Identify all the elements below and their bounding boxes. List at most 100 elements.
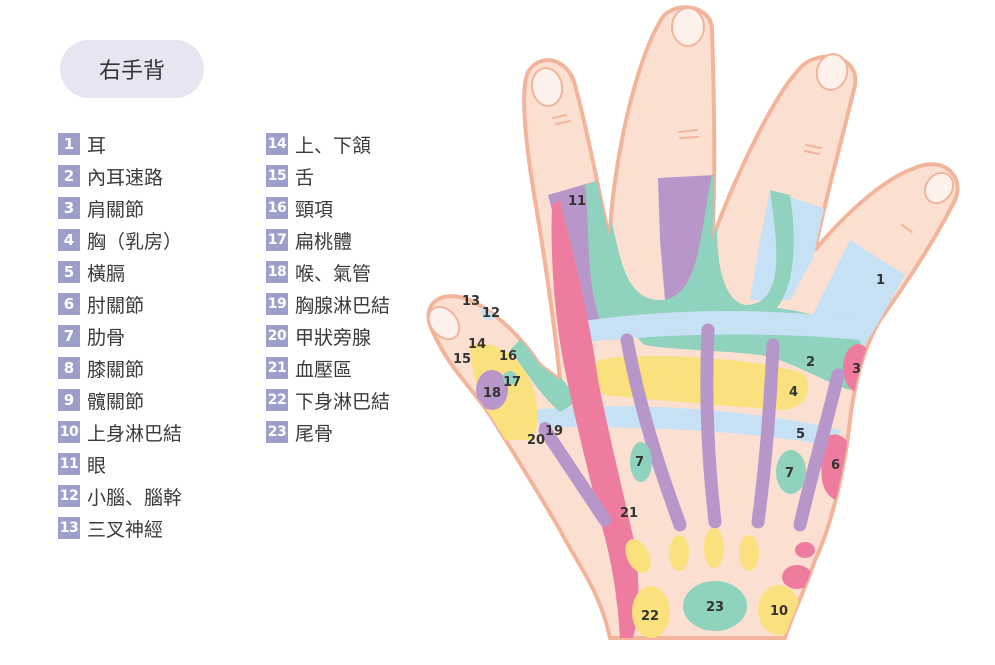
zone-label-7-right: 7: [785, 466, 794, 481]
thumb-nail: [427, 305, 461, 341]
legend-item-22: 22 下身淋巴結: [266, 384, 390, 416]
legend-item-9: 9 髖關節: [58, 384, 182, 416]
legend-number: 9: [58, 389, 80, 411]
zone-label-11: 11: [568, 194, 586, 209]
legend-number: 22: [266, 389, 288, 411]
legend-number: 4: [58, 229, 80, 251]
zone-label-22: 22: [641, 609, 659, 624]
legend-number: 15: [266, 165, 288, 187]
zone-label-23: 23: [706, 600, 724, 615]
legend-label: 上、下頷: [295, 134, 372, 157]
zone-label-15: 15: [453, 352, 471, 367]
legend-label: 內耳速路: [87, 166, 164, 189]
legend-number: 12: [58, 485, 80, 507]
legend-label: 下身淋巴結: [295, 390, 391, 413]
legend-item-16: 16 頸項: [266, 192, 390, 224]
zone-thumb-teal: [510, 340, 580, 412]
wrist-oval-1: [625, 539, 651, 573]
legend-label: 胸腺淋巴結: [295, 294, 391, 317]
reflex-zones: [470, 175, 905, 638]
legend-number: 5: [58, 261, 80, 283]
index-finger-nail: [530, 67, 564, 107]
zone-label-13: 13: [462, 294, 480, 309]
zone-label-6: 6: [831, 458, 840, 473]
zone-18-larynx: [476, 370, 508, 410]
zone-23-coccyx: [683, 581, 747, 631]
legend-label: 眼: [87, 454, 107, 477]
legend-label: 肋骨: [87, 326, 126, 349]
metacarpal-strip-3: [751, 338, 780, 529]
wrist-oval-4: [739, 535, 759, 571]
zone-7-ribs-left: [630, 442, 652, 482]
metacarpal-strip-2: [700, 323, 722, 529]
legend-label: 肩關節: [87, 198, 145, 221]
legend-label: 血壓區: [295, 358, 353, 381]
zone-label-5: 5: [796, 427, 805, 442]
zone-label-4: 4: [789, 385, 798, 400]
legend-item-7: 7 肋骨: [58, 320, 182, 352]
legend-item-13: 13 三叉神經: [58, 512, 182, 544]
zone-label-12: 12: [482, 306, 500, 321]
legend-label: 三叉神經: [87, 518, 164, 541]
legend-number: 23: [266, 421, 288, 443]
legend-label: 肘關節: [87, 294, 145, 317]
legend-number: 19: [266, 293, 288, 315]
zone-label-21: 21: [620, 506, 638, 521]
legend-item-11: 11 眼: [58, 448, 182, 480]
legend-number: 14: [266, 133, 288, 155]
legend-number: 18: [266, 261, 288, 283]
legend-label: 膝關節: [87, 358, 145, 381]
zone-label-17: 17: [503, 375, 521, 390]
zone-label-16: 16: [499, 349, 517, 364]
legend-label: 髖關節: [87, 390, 145, 413]
wrist-pink-small: [795, 542, 815, 558]
legend-number: 17: [266, 229, 288, 251]
legend-number: 13: [58, 517, 80, 539]
legend-label: 上身淋巴結: [87, 422, 183, 445]
legend-number: 11: [58, 453, 80, 475]
zone-label-14: 14: [468, 337, 486, 352]
legend-label: 橫膈: [87, 262, 126, 285]
zone-17-tonsil: [503, 371, 517, 385]
legend-label: 頸項: [295, 198, 334, 221]
legend-label: 小腦、腦幹: [87, 486, 183, 509]
legend-number: 20: [266, 325, 288, 347]
legend-item-12: 12 小腦、腦幹: [58, 480, 182, 512]
legend-number: 8: [58, 357, 80, 379]
legend-number: 10: [58, 421, 80, 443]
zone-label-10: 10: [770, 604, 788, 619]
legend-label: 喉、氣管: [295, 262, 372, 285]
middle-finger-nail: [671, 7, 705, 47]
zone-label-3: 3: [852, 362, 861, 377]
legend-number: 7: [58, 325, 80, 347]
zone-label-2: 2: [806, 355, 815, 370]
legend-item-19: 19 胸腺淋巴結: [266, 288, 390, 320]
page-title: 右手背: [60, 40, 204, 98]
zone-7-ribs-right: [776, 450, 806, 494]
legend-label: 胸（乳房）: [87, 230, 183, 253]
legend-number: 2: [58, 165, 80, 187]
legend-label: 甲狀旁腺: [295, 326, 372, 349]
legend-item-5: 5 橫膈: [58, 256, 182, 288]
legend-number: 1: [58, 133, 80, 155]
wrist-pink-large: [782, 565, 812, 589]
legend-item-10: 10 上身淋巴結: [58, 416, 182, 448]
legend-number: 3: [58, 197, 80, 219]
legend-item-3: 3 肩關節: [58, 192, 182, 224]
zone-label-20: 20: [527, 433, 545, 448]
legend-item-4: 4 胸（乳房）: [58, 224, 182, 256]
zone-label-7-left: 7: [635, 455, 644, 470]
legend-label: 耳: [87, 134, 107, 157]
legend-item-20: 20 甲狀旁腺: [266, 320, 390, 352]
zone-teal-arcs: [585, 175, 794, 328]
legend-number: 16: [266, 197, 288, 219]
zone-19-thymus: [539, 422, 551, 434]
